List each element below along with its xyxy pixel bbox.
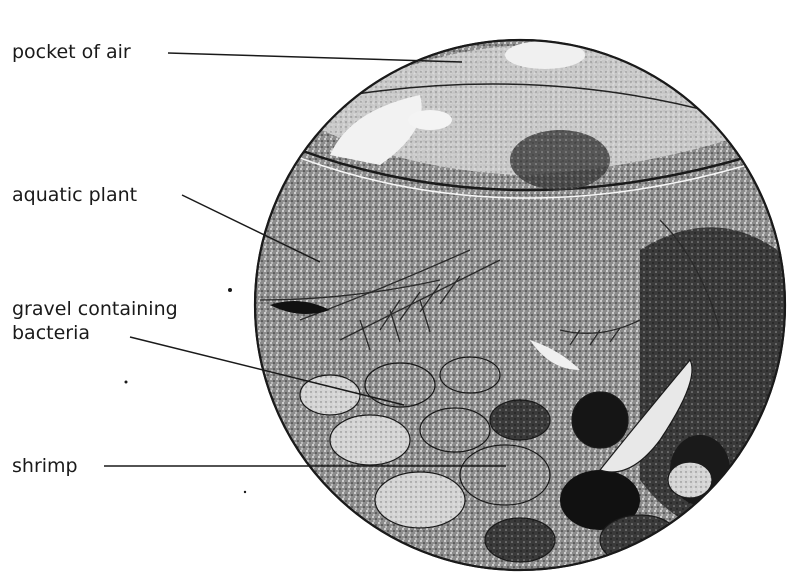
label-gravel-line1: gravel containing: [12, 297, 178, 321]
label-gravel: gravel containing bacteria: [12, 297, 178, 345]
leader-air: [168, 53, 462, 62]
label-pocket-of-air: pocket of air: [12, 40, 131, 64]
label-shrimp: shrimp: [12, 454, 78, 478]
label-gravel-line2: bacteria: [12, 321, 178, 345]
label-aquatic-plant: aquatic plant: [12, 183, 137, 207]
